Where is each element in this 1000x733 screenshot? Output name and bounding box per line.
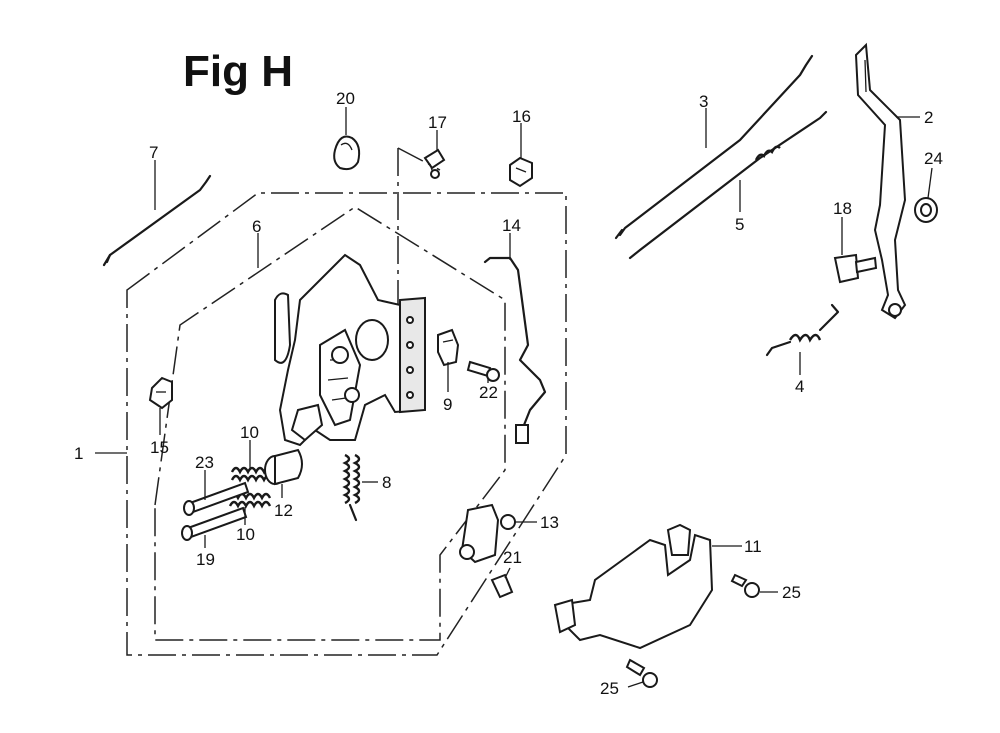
part-5-rod [628,110,828,260]
callout-11: 11 [744,537,762,556]
part-15-clip [148,376,173,410]
callout-9: 9 [443,395,452,414]
leader-lines [95,107,933,688]
callout-24: 24 [924,149,943,168]
part-23-bolt [183,481,250,516]
part-22-bolt [466,360,500,382]
part-8-spring [342,453,361,522]
callout-10b: 10 [236,525,255,544]
part-14-rod [483,256,547,444]
part-19-bolt [181,506,248,541]
part-13-switch [459,503,516,564]
part-4-spring [765,303,840,357]
part-20-clip [333,135,361,171]
callout-25b: 25 [600,679,619,698]
callout-14: 14 [502,216,521,235]
part-17-screw [423,148,446,179]
part-25-screw-right [730,573,760,598]
callout-3: 3 [699,92,708,111]
part-3-rod [614,54,814,240]
callout-25a: 25 [782,583,801,602]
callout-16: 16 [512,107,531,126]
callout-17: 17 [428,113,447,132]
part-7-rod [102,174,212,267]
callout-20: 20 [336,89,355,108]
callout-10a: 10 [240,423,259,442]
assembly-outline-6 [154,206,506,641]
part-12-collar [264,448,303,486]
callout-labels: 1 2 3 4 5 6 7 8 9 10 10 11 12 13 14 15 1… [74,89,943,698]
part-18-pivot [833,253,878,284]
figure-title: Fig H [183,47,293,96]
governor-bracket [274,253,426,447]
part-25-screw-bottom [625,658,658,688]
part-21-screw [490,573,514,599]
part-24-nut [914,197,938,223]
callout-2: 2 [924,108,933,127]
callout-22: 22 [479,383,498,402]
callout-1: 1 [74,444,83,463]
callout-21: 21 [503,548,522,567]
part-16-nut [509,156,533,188]
callout-8: 8 [382,473,391,492]
callout-18: 18 [833,199,852,218]
callout-4: 4 [795,377,804,396]
callout-15: 15 [150,438,169,457]
callout-6: 6 [252,217,261,236]
callout-12: 12 [274,501,293,520]
callout-23: 23 [195,453,214,472]
callout-19: 19 [196,550,215,569]
callout-7: 7 [149,143,158,162]
callout-5: 5 [735,215,744,234]
callout-13: 13 [540,513,559,532]
part-9-clamp [437,328,460,367]
part-2-lever [854,42,907,320]
assembly-outline-1 [126,192,567,656]
part-11-cover [553,523,714,650]
